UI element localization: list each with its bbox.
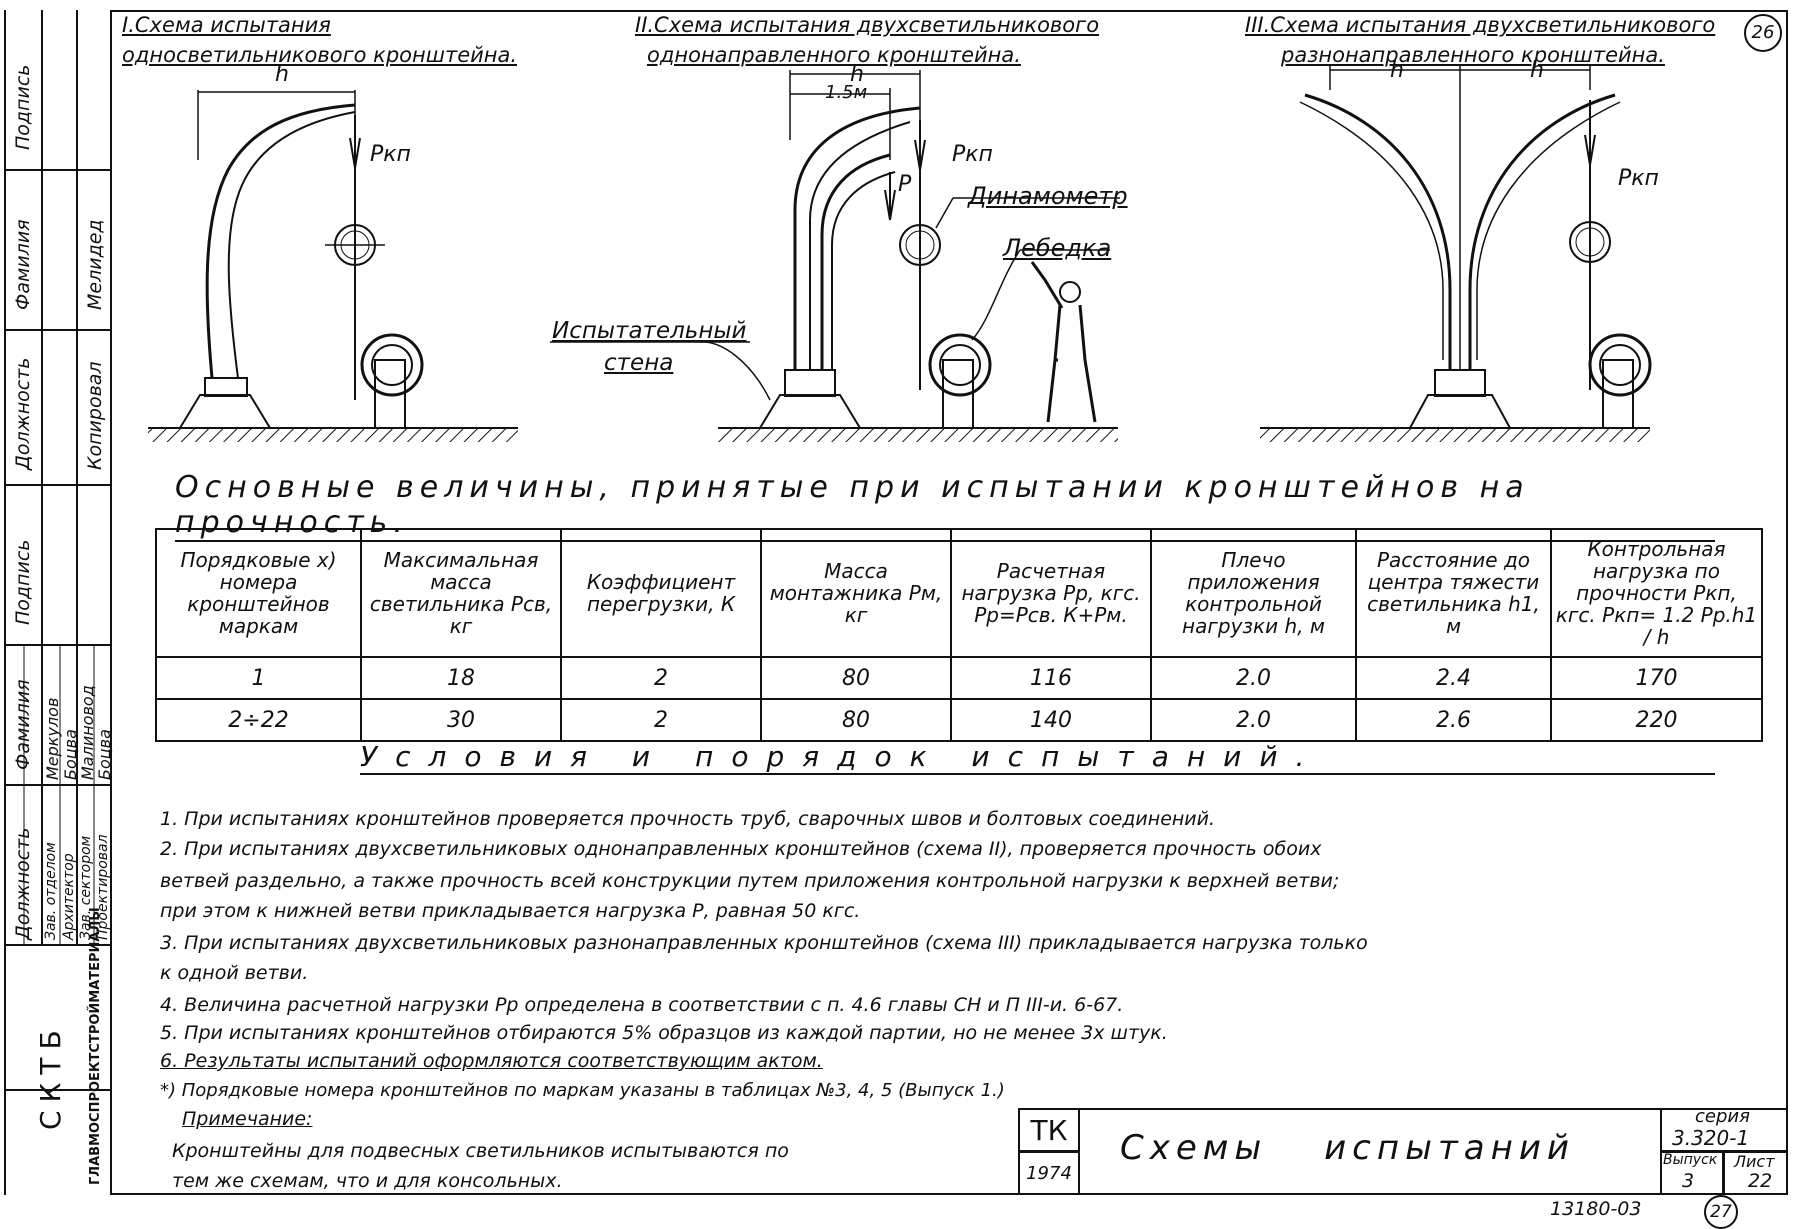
scheme-2-pkp-label: Ркп: [952, 142, 993, 167]
side-name-1: Меркулов: [43, 697, 62, 780]
issue-value: 3: [1682, 1170, 1695, 1192]
title-block-title: Схемы испытаний: [1120, 1128, 1576, 1168]
side-stamp-grid: [6, 10, 112, 1091]
table-cell: 80: [760, 656, 952, 700]
side-organization: ГЛАВМОСПРОЕКТСТРОЙМАТЕРИАЛЫ: [88, 907, 103, 1185]
table-header-cell: Коэффициент перегрузки, К: [560, 528, 762, 658]
side-copied-role: Копировал: [84, 361, 106, 470]
scheme-1-h-label: h: [275, 62, 289, 87]
scheme-2-p-label: Р: [898, 172, 912, 197]
side-header-position: Должность: [12, 357, 34, 471]
note-1: 1. При испытаниях кронштейнов проверяетс…: [160, 808, 1216, 830]
side-copied-name: Мелидед: [84, 219, 106, 310]
table-cell: 1: [155, 656, 362, 700]
scheme-2-title: II.Схема испытания двухсветильникового о…: [635, 10, 1099, 70]
table-cell: 80: [760, 698, 952, 742]
scheme-3-drawing: [1260, 65, 1652, 442]
table-cell: 116: [950, 656, 1152, 700]
table-header-cell: Расчетная нагрузка Рр, кгс. Рр=Рсв. К+Рм…: [950, 528, 1152, 658]
sheet-label: Лист: [1734, 1152, 1775, 1171]
table-header-cell: Порядковые x) номера кронштейнов маркам: [155, 528, 362, 658]
scheme-1-title: I.Схема испытания односветильникового кр…: [122, 10, 517, 70]
conditions-heading: Условия и порядок испытаний.: [360, 740, 1715, 775]
scheme-2-h-label: h: [850, 62, 864, 87]
table-row: 1 18 2 80 116 2.0 2.4 170: [155, 656, 1763, 700]
scheme-1-drawing: [148, 90, 518, 442]
note-5: 5. При испытаниях кронштейнов отбираются…: [160, 1022, 1168, 1044]
remark-title: Примечание:: [182, 1108, 313, 1130]
scheme-3-h-left-label: h: [1390, 58, 1404, 83]
scheme-3-title: III.Схема испытания двухсветильникового …: [1245, 10, 1715, 70]
table-header-cell: Максимальная масса светильника Рсв, кг: [360, 528, 562, 658]
table-cell: 18: [360, 656, 562, 700]
table-cell: 2.6: [1355, 698, 1552, 742]
side-role-2: Архитектор: [61, 853, 77, 940]
note-6: 6. Результаты испытаний оформляются соот…: [160, 1050, 823, 1072]
drawing-frame: [110, 10, 1788, 1195]
table-cell: 170: [1550, 656, 1763, 700]
table-cell: 2.0: [1150, 698, 1357, 742]
table-row: 2÷22 30 2 80 140 2.0 2.6 220: [155, 698, 1763, 742]
note-3-cont: к одной ветви.: [160, 962, 309, 984]
sheet-number-bottom: 27: [1704, 1195, 1738, 1229]
series-value: 3.320-1: [1672, 1126, 1750, 1150]
table-cell: 220: [1550, 698, 1763, 742]
winch-label: Лебедка: [1003, 234, 1112, 262]
note-2-cont: ветвей раздельно, а также прочность всей…: [160, 870, 1340, 892]
table-cell: 30: [360, 698, 562, 742]
scheme-2-distance-label: 1.5м: [825, 82, 868, 103]
scheme-3-title-line1: III.Схема испытания двухсветильникового: [1245, 13, 1716, 37]
table-header-cell: Масса монтажника Рм, кг: [760, 528, 952, 658]
side-name-4: Боцва: [95, 729, 114, 780]
side-header-surname: Фамилия: [12, 219, 34, 310]
table-header-cell: Плечо приложения контрольной нагрузки h,…: [1150, 528, 1357, 658]
side-header-signature-2: Подпись: [12, 539, 34, 625]
table-header-cell: Контрольная нагрузка по прочности Ркп, к…: [1550, 528, 1763, 658]
note-4: 4. Величина расчетной нагрузки Рр опреде…: [160, 994, 1124, 1016]
remark-line-2: тем же схемам, что и для консольных.: [172, 1170, 563, 1192]
scheme-2-title-line1: II.Схема испытания двухсветильникового: [635, 13, 1100, 37]
sheet-value: 22: [1748, 1170, 1773, 1192]
scheme-1-title-line2: односветильникового кронштейна.: [122, 43, 518, 67]
title-block-sheet-cell: [1723, 1151, 1788, 1195]
side-header-position-2: Должность: [12, 827, 34, 941]
test-values-table: Порядковые x) номера кронштейнов маркам …: [155, 528, 1763, 742]
table-cell: 2.4: [1355, 656, 1552, 700]
title-block-year: 1974: [1018, 1151, 1080, 1195]
side-header-signature: Подпись: [12, 64, 34, 150]
table-cell: 2: [560, 698, 762, 742]
side-header-surname-2: Фамилия: [12, 679, 34, 770]
test-schemes-diagram: [148, 65, 1652, 442]
table-header-cell: Расстояние до центра тяжести светильника…: [1355, 528, 1552, 658]
scheme-3-pkp-label: Ркп: [1618, 166, 1659, 191]
test-wall-label-line2: стена: [604, 350, 674, 376]
side-bureau: СКТБ: [34, 1022, 67, 1130]
document-code: 13180-03: [1550, 1198, 1642, 1220]
issue-label: Выпуск: [1663, 1152, 1718, 1168]
table-cell: 2: [560, 656, 762, 700]
series-label: серия: [1695, 1106, 1750, 1127]
side-role-1: Зав. отделом: [43, 842, 59, 940]
table-cell: 2÷22: [155, 698, 362, 742]
scheme-1-title-line1: I.Схема испытания: [122, 13, 331, 37]
side-stamp: Подпись Фамилия Должность Мелидед Копиро…: [4, 10, 114, 1195]
table-header-row: Порядковые x) номера кронштейнов маркам …: [155, 528, 1763, 658]
scheme-1-pkp-label: Ркп: [370, 142, 411, 167]
note-3: 3. При испытаниях двухсветильниковых раз…: [160, 932, 1368, 954]
scheme-2-drawing: [550, 70, 1120, 442]
title-block-tk: ТК: [1018, 1108, 1080, 1152]
remark-line-1: Кронштейны для подвесных светильников ис…: [172, 1140, 789, 1162]
sheet-number-top: 26: [1744, 14, 1782, 52]
scheme-2-title-line2: однонаправленного кронштейна.: [647, 43, 1021, 67]
note-2-cont-2: при этом к нижней ветви прикладывается н…: [160, 900, 861, 922]
note-2: 2. При испытаниях двухсветильниковых одн…: [160, 838, 1322, 860]
scheme-3-h-right-label: h: [1530, 58, 1544, 83]
table-cell: 140: [950, 698, 1152, 742]
table-cell: 2.0: [1150, 656, 1357, 700]
test-wall-label-line1: Испытательный: [552, 318, 747, 344]
footnote: *) Порядковые номера кронштейнов по марк…: [160, 1080, 1005, 1101]
scheme-3-title-line2: разнонаправленного кронштейна.: [1281, 43, 1665, 67]
dynamometer-label: Динамометр: [968, 182, 1128, 210]
